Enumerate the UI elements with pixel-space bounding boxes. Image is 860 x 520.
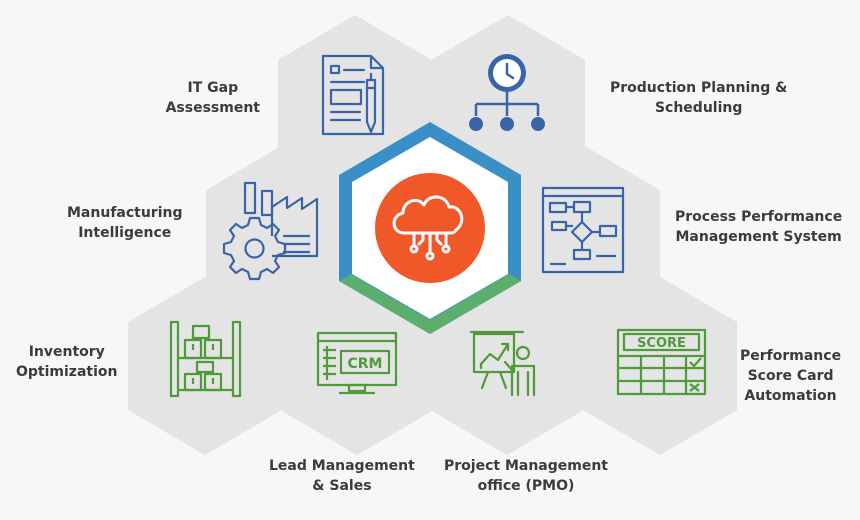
center-orange-circle [375,173,485,283]
cloud-network-icon [392,195,464,261]
label-it-gap: IT Gap Assessment [165,80,260,116]
warehouse-shelves-icon [169,320,242,398]
hex-tile-scorecard [583,277,737,455]
label-process-performance: Process Performance Management System [675,209,843,245]
crm-label: CRM [348,356,383,372]
label-inventory: Inventory Optimization [16,344,118,380]
hex-tile-process-performance [506,145,660,323]
document-pen-icon [321,54,385,136]
crm-monitor-icon [316,331,398,395]
label-production-planning: Production Planning & Scheduling [610,80,788,116]
hex-tile-lead-management [280,277,434,455]
factory-gear-icon [222,181,319,281]
label-lead-management: Lead Management & Sales [269,458,415,494]
center-ring-green [339,274,521,334]
center-hub [339,122,521,334]
flowchart-board-icon [541,186,625,274]
scorecard-icon [616,328,707,396]
score-label: SCORE [637,336,686,351]
label-scorecard: Performance Score Card Automation [740,348,842,404]
hex-tile-pmo [430,277,584,455]
hex-tiles [128,15,737,455]
clock-hierarchy-icon [469,54,545,131]
label-manufacturing-intelligence: Manufacturing Intelligence [67,205,183,241]
presentation-person-icon [469,330,536,397]
hex-tile-inventory [128,277,282,455]
label-pmo: Project Management office (PMO) [444,458,608,494]
